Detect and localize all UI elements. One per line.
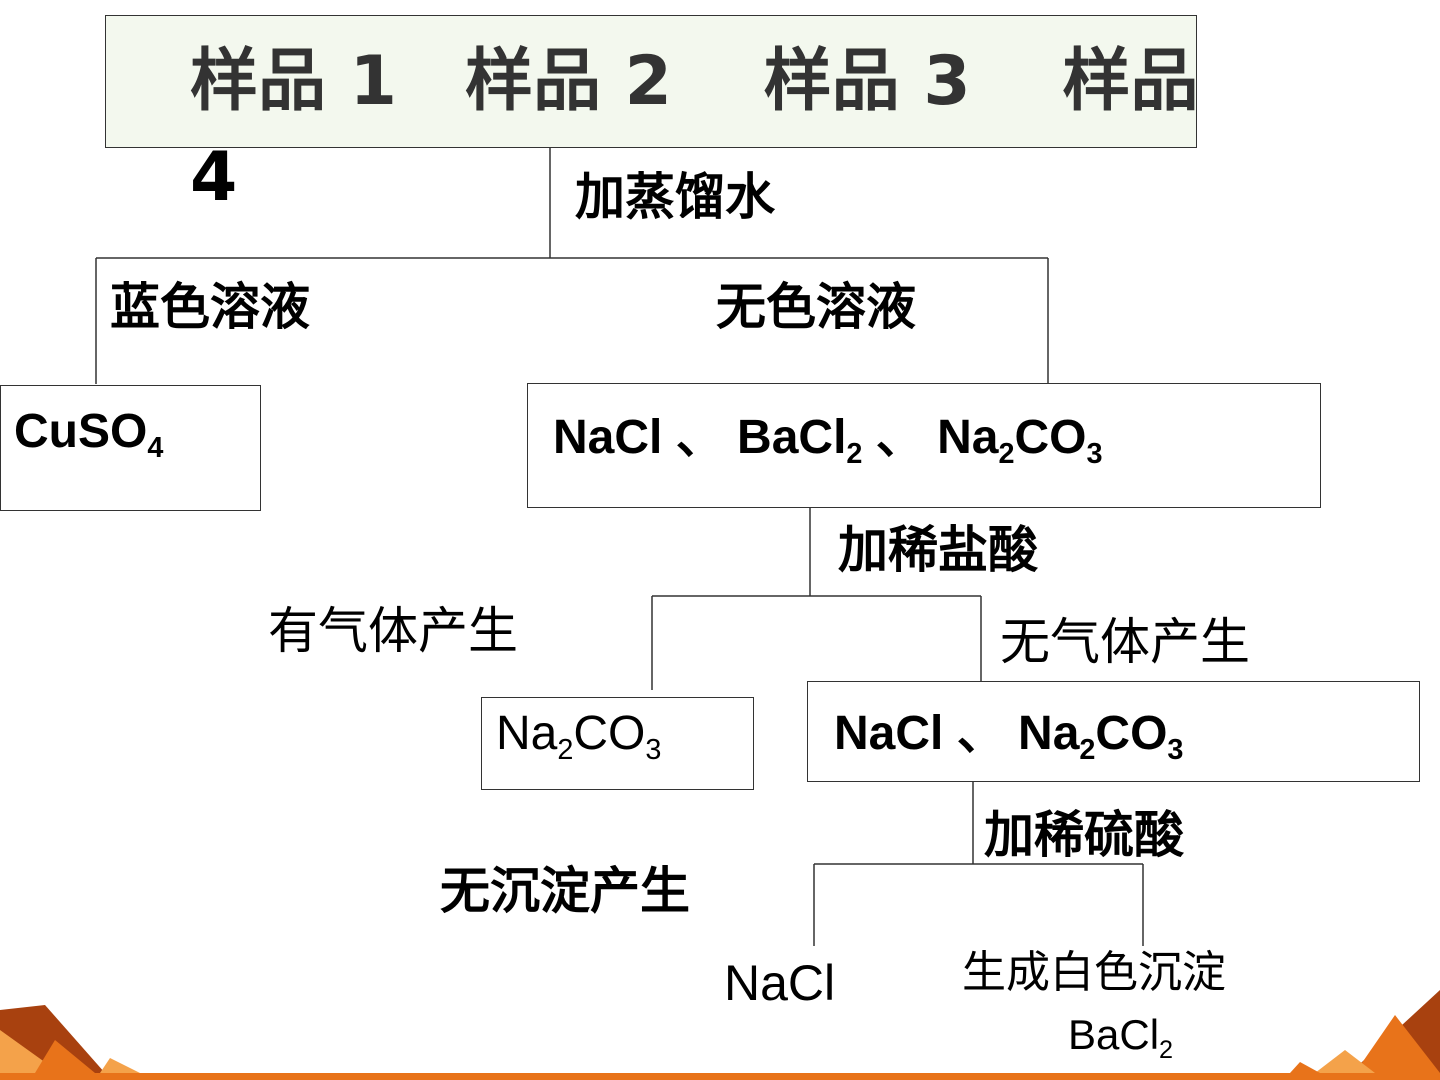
- right-triangle-light: [1315, 1050, 1375, 1073]
- group1-na: Na: [937, 411, 999, 464]
- group1-box: [527, 383, 1321, 508]
- group2-box: [807, 681, 1420, 782]
- na2co3-na-sub: 2: [557, 734, 574, 767]
- group2-formula: NaCl 、 Na2CO3: [834, 707, 1183, 765]
- obs-colorless-solution: 无色溶液: [716, 277, 916, 336]
- obs-white-precipitate: 生成白色沉淀: [962, 947, 1226, 998]
- group1-sep1: 、: [662, 411, 738, 464]
- group2-nacl: NaCl: [834, 707, 944, 760]
- na2co3-na: Na: [496, 707, 558, 760]
- samples-box: [105, 15, 1197, 148]
- na2co3-formula: Na2CO3: [496, 707, 661, 765]
- group1-co-sub: 3: [1086, 438, 1103, 471]
- group1-sep2: 、: [862, 411, 938, 464]
- obs-no-precipitate: 无沉淀产生: [440, 861, 690, 920]
- left-triangle-small: [100, 1058, 140, 1073]
- bacl2-base: BaCl: [1068, 1011, 1160, 1058]
- result-nacl: NaCl: [724, 955, 836, 1011]
- bacl2-sub: 2: [1159, 1035, 1174, 1064]
- cuso4-base: CuSO: [14, 405, 148, 458]
- right-triangle-mid: [1355, 1015, 1440, 1073]
- cuso4-formula: CuSO4: [14, 405, 163, 463]
- group1-nacl: NaCl: [553, 411, 663, 464]
- na2co3-co: CO: [573, 707, 646, 760]
- obs-blue-solution: 蓝色溶液: [110, 277, 310, 336]
- group1-bacl2: BaCl: [737, 411, 847, 464]
- group1-formula: NaCl 、 BaCl2 、 Na2CO3: [553, 411, 1103, 469]
- cuso4-box: [0, 385, 261, 511]
- step-add-hcl: 加稀盐酸: [838, 520, 1038, 579]
- group1-na-sub: 2: [998, 438, 1015, 471]
- step-add-h2so4: 加稀硫酸: [984, 805, 1184, 864]
- na2co3-box: [481, 697, 754, 790]
- samples-title-line2: 4: [190, 138, 238, 217]
- left-triangle-mid: [35, 1040, 95, 1073]
- group2-co-sub: 3: [1167, 734, 1184, 767]
- na2co3-co-sub: 3: [645, 734, 662, 767]
- right-triangle-small: [1290, 1062, 1320, 1073]
- result-bacl2: BaCl2: [1068, 1011, 1173, 1063]
- step-add-water: 加蒸馏水: [575, 167, 775, 226]
- samples-title-line1: 样品 1 样品 2 样品 3 样品: [190, 42, 1199, 121]
- cuso4-sub: 4: [147, 432, 164, 465]
- group2-na-sub: 2: [1079, 734, 1096, 767]
- footer-bar: [0, 1073, 1440, 1080]
- group2-sep: 、: [943, 707, 1019, 760]
- group2-co: CO: [1095, 707, 1168, 760]
- group1-bacl2-sub: 2: [846, 438, 863, 471]
- obs-gas-produced: 有气体产生: [268, 602, 518, 660]
- group2-na: Na: [1018, 707, 1080, 760]
- group1-co: CO: [1014, 411, 1087, 464]
- obs-no-gas: 无气体产生: [1000, 613, 1250, 671]
